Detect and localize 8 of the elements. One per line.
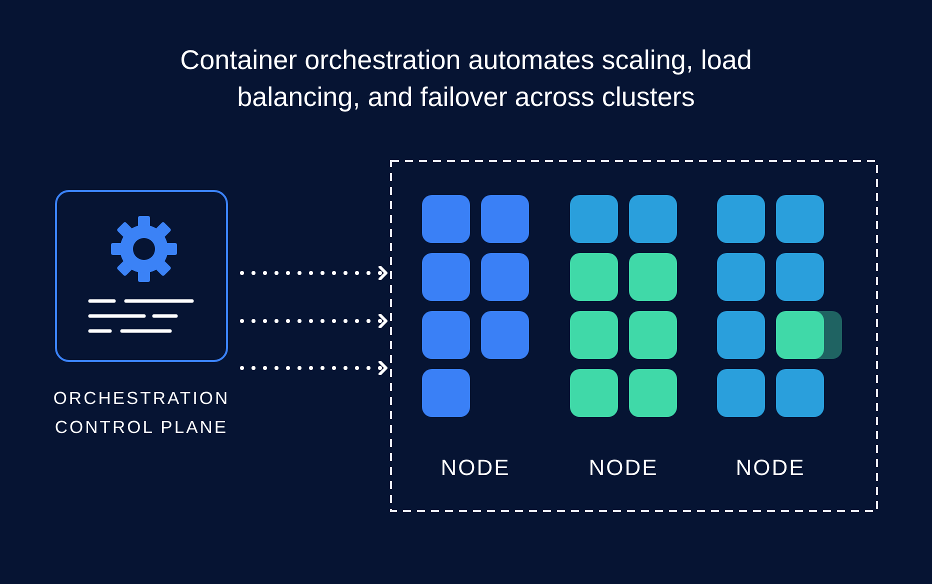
- arrow: [240, 360, 388, 376]
- arrow: [240, 314, 388, 328]
- diagram-title: Container orchestration automates scaling, load balancing, and failover across clusters: [179, 44, 753, 114]
- node-label: NODE: [734, 454, 806, 482]
- node-label: NODE: [440, 454, 512, 482]
- node-label: ORCHESTRATION CONTROL PLANE: [52, 387, 231, 439]
- arrow: [240, 266, 388, 280]
- node-label: NODE: [588, 454, 660, 482]
